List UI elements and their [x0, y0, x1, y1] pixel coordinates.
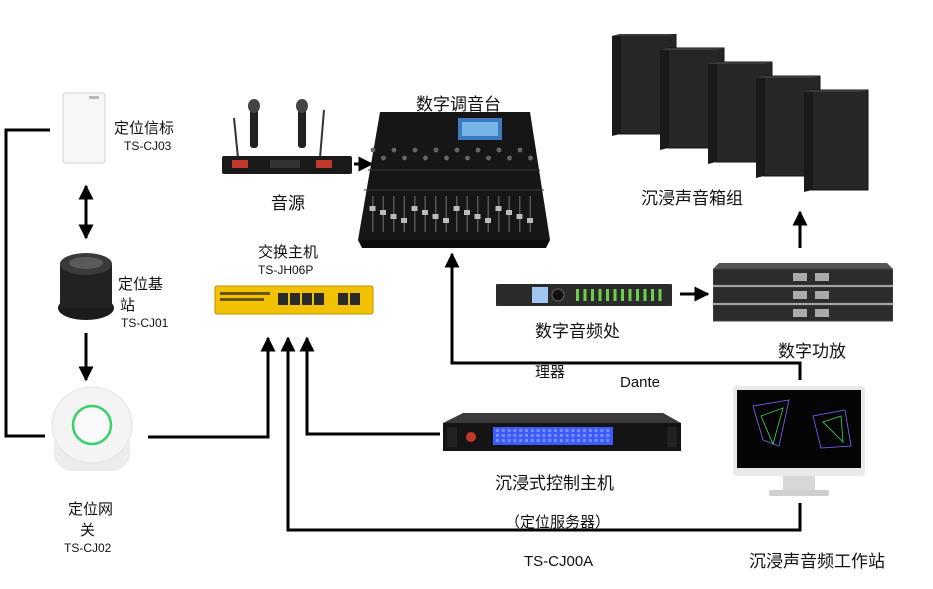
switch-device: [214, 284, 374, 318]
audio-source-name: 音源: [271, 194, 305, 214]
amplifier-device: [712, 263, 894, 325]
speaker-group-name: 沉浸声音箱组: [641, 189, 743, 209]
mixer-name: 数字调音台: [416, 95, 501, 115]
switch-name: 交换主机: [258, 243, 319, 261]
processor-device: [496, 283, 672, 307]
switch-model: TS-JH06P: [258, 263, 314, 277]
beacon-name: 定位信标: [114, 119, 175, 137]
gateway-name-2: 关: [80, 521, 96, 539]
amplifier-name: 数字功放: [778, 342, 846, 362]
gateway-device: [48, 385, 136, 480]
base-station-name-1: 定位基: [118, 275, 164, 293]
mixer-device: [358, 110, 550, 250]
gateway-model: TS-CJ02: [64, 541, 112, 555]
wire-beacon-gateway: [4, 128, 50, 438]
base-station-model: TS-CJ01: [121, 316, 169, 330]
processor-name-2: 理器: [535, 363, 566, 381]
wire-workstation-switch: [280, 336, 802, 532]
audio-source-device: [220, 98, 354, 180]
wire-dante: [444, 252, 802, 380]
wire-gateway-switch: [148, 336, 276, 439]
control-host-model: TS-CJ00A: [524, 553, 594, 570]
speaker-group-device: [612, 33, 870, 206]
workstation-device: [733, 386, 865, 502]
control-host-device: [443, 413, 681, 453]
beacon-device: [62, 92, 106, 164]
gateway-name-1: 定位网: [68, 500, 114, 518]
control-host-name: 沉浸式控制主机: [495, 474, 614, 494]
base-station-device: [56, 250, 116, 322]
workstation-name: 沉浸声音频工作站: [749, 552, 885, 572]
dante-label: Dante: [620, 374, 661, 391]
control-host-subtitle: （定位服务器）: [505, 513, 611, 531]
base-station-name-2: 站: [120, 296, 136, 314]
processor-name-1: 数字音频处: [535, 322, 620, 342]
beacon-model: TS-CJ03: [124, 139, 172, 153]
wire-host-switch: [299, 336, 440, 436]
